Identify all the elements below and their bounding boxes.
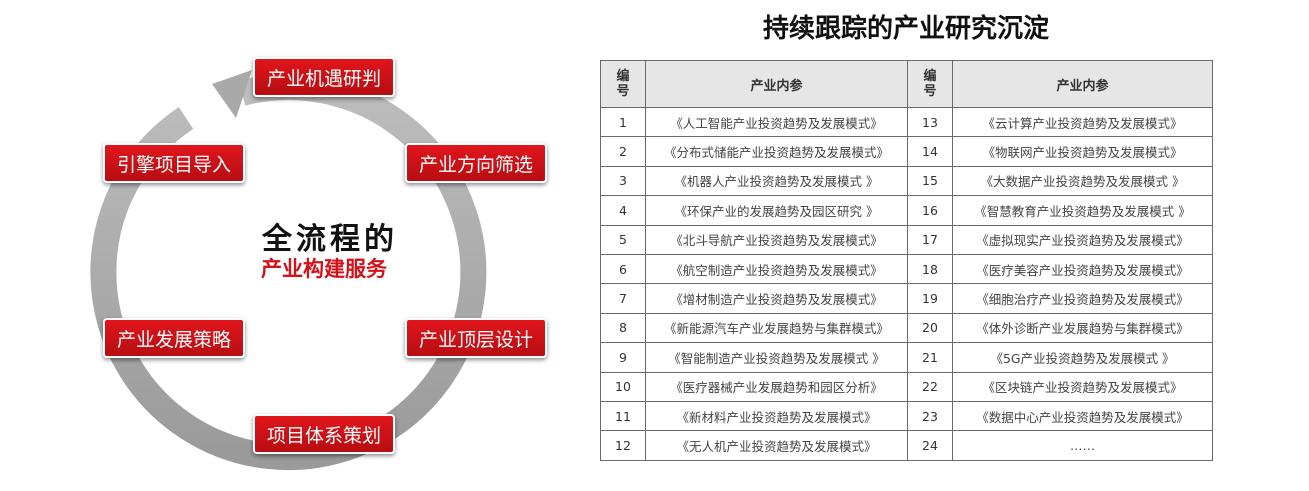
cell-title: 《北斗导航产业投资趋势及发展模式》	[645, 224, 908, 255]
cell-number: 9	[600, 342, 646, 373]
cell-number: 2	[600, 136, 646, 167]
header-number-line1: 编	[616, 69, 630, 84]
table-row: 8《新能源汽车产业发展趋势与集群模式》20《体外诊断产业发展趋势与集群模式》	[600, 312, 1213, 344]
cell-title: 《医疗美容产业投资趋势及发展模式》	[952, 253, 1213, 285]
cell-title: 《数据中心产业投资趋势及发展模式》	[952, 400, 1213, 432]
cell-number: 12	[600, 430, 646, 461]
cell-number: 20	[907, 312, 953, 344]
table-row: 1《人工智能产业投资趋势及发展模式》13《云计算产业投资趋势及发展模式》	[600, 106, 1213, 138]
cell-title: 《细胞治疗产业投资趋势及发展模式》	[952, 283, 1213, 314]
table-title: 持续跟踪的产业研究沉淀	[762, 14, 1049, 44]
cell-title: ……	[952, 430, 1213, 461]
table-row: 4《环保产业的发展趋势及园区研究 》16《智慧教育产业投资趋势及发展模式 》	[600, 195, 1213, 226]
table-row: 11《新材料产业投资趋势及发展模式》23《数据中心产业投资趋势及发展模式》	[600, 400, 1213, 432]
cell-number: 6	[600, 253, 646, 285]
table-row: 2《分布式储能产业投资趋势及发展模式》14《物联网产业投资趋势及发展模式》	[600, 136, 1213, 167]
header-content: 产业内参	[645, 60, 908, 108]
table-row: 10《医疗器械产业发展趋势和园区分析》22《区块链产业投资趋势及发展模式》	[600, 371, 1213, 402]
cell-title: 《人工智能产业投资趋势及发展模式》	[645, 106, 908, 138]
cell-number: 14	[907, 136, 953, 167]
cell-number: 23	[907, 400, 953, 432]
diagram-center-subtitle: 产业构建服务	[261, 257, 387, 281]
header-number: 编 号	[907, 60, 953, 108]
cell-title: 《物联网产业投资趋势及发展模式》	[952, 136, 1213, 167]
cell-title: 《智能制造产业投资趋势及发展模式 》	[645, 342, 908, 373]
cell-title: 《航空制造产业投资趋势及发展模式》	[645, 253, 908, 285]
table-row: 7《增材制造产业投资趋势及发展模式》19《细胞治疗产业投资趋势及发展模式》	[600, 283, 1213, 314]
cell-title: 《智慧教育产业投资趋势及发展模式 》	[952, 195, 1213, 226]
cell-number: 10	[600, 371, 646, 402]
node-project-planning: 项目体系策划	[253, 414, 396, 454]
header-number-line2: 号	[923, 84, 937, 99]
node-industry-opportunity: 产业机遇研判	[253, 57, 396, 97]
cell-number: 11	[600, 400, 646, 432]
header-number: 编 号	[600, 60, 646, 108]
cell-title: 《区块链产业投资趋势及发展模式》	[952, 371, 1213, 402]
cell-title: 《大数据产业投资趋势及发展模式 》	[952, 165, 1213, 197]
cell-number: 19	[907, 283, 953, 314]
cell-number: 13	[907, 106, 953, 138]
cell-number: 21	[907, 342, 953, 373]
research-table: 编 号 产业内参 编 号 产业内参 1《人工智能产业投资趋势及发展模式》13《云…	[600, 60, 1213, 461]
node-engine-project: 引擎项目导入	[103, 143, 246, 183]
cell-number: 18	[907, 253, 953, 285]
cell-title: 《虚拟现实产业投资趋势及发展模式》	[952, 224, 1213, 255]
diagram-center-title: 全流程的	[262, 222, 398, 257]
header-number-line2: 号	[616, 84, 630, 99]
node-industry-direction: 产业方向筛选	[405, 143, 548, 183]
cell-number: 8	[600, 312, 646, 344]
cell-title: 《分布式储能产业投资趋势及发展模式》	[645, 136, 908, 167]
cell-number: 15	[907, 165, 953, 197]
cell-number: 24	[907, 430, 953, 461]
cell-title: 《新材料产业投资趋势及发展模式》	[645, 400, 908, 432]
table-body: 1《人工智能产业投资趋势及发展模式》13《云计算产业投资趋势及发展模式》2《分布…	[600, 106, 1213, 461]
table-row: 6《航空制造产业投资趋势及发展模式》18《医疗美容产业投资趋势及发展模式》	[600, 253, 1213, 285]
cell-number: 5	[600, 224, 646, 255]
cell-number: 4	[600, 195, 646, 226]
cell-title: 《增材制造产业投资趋势及发展模式》	[645, 283, 908, 314]
cell-number: 22	[907, 371, 953, 402]
cell-title: 《5G产业投资趋势及发展模式 》	[952, 342, 1213, 373]
table-row: 9《智能制造产业投资趋势及发展模式 》21《5G产业投资趋势及发展模式 》	[600, 342, 1213, 373]
cell-number: 16	[907, 195, 953, 226]
cycle-arrow-icon	[212, 70, 252, 118]
table-row: 5《北斗导航产业投资趋势及发展模式》17《虚拟现实产业投资趋势及发展模式》	[600, 224, 1213, 255]
node-development-strategy: 产业发展策略	[103, 318, 246, 358]
node-top-level-design: 产业顶层设计	[405, 318, 548, 358]
cell-title: 《云计算产业投资趋势及发展模式》	[952, 106, 1213, 138]
cell-title: 《医疗器械产业发展趋势和园区分析》	[645, 371, 908, 402]
cell-number: 1	[600, 106, 646, 138]
cell-number: 7	[600, 283, 646, 314]
cell-title: 《新能源汽车产业发展趋势与集群模式》	[645, 312, 908, 344]
cell-number: 3	[600, 165, 646, 197]
cell-title: 《机器人产业投资趋势及发展模式 》	[645, 165, 908, 197]
table-row: 3《机器人产业投资趋势及发展模式 》15《大数据产业投资趋势及发展模式 》	[600, 165, 1213, 197]
table-header-row: 编 号 产业内参 编 号 产业内参	[600, 60, 1213, 108]
header-content: 产业内参	[952, 60, 1213, 108]
header-number-line1: 编	[923, 69, 937, 84]
cell-title: 《体外诊断产业发展趋势与集群模式》	[952, 312, 1213, 344]
cell-number: 17	[907, 224, 953, 255]
table-row: 12《无人机产业投资趋势及发展模式》24……	[600, 430, 1213, 461]
cell-title: 《无人机产业投资趋势及发展模式》	[645, 430, 908, 461]
cell-title: 《环保产业的发展趋势及园区研究 》	[645, 195, 908, 226]
